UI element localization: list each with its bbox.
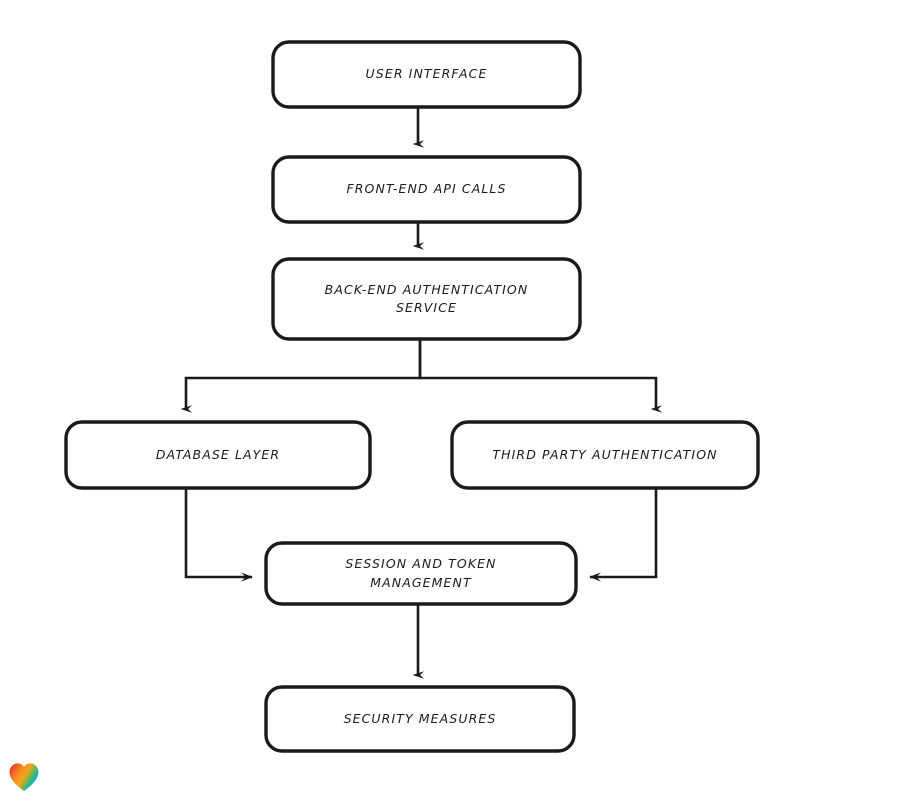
heart-watermark — [8, 762, 40, 792]
heart-icon — [9, 763, 39, 791]
node-front-end-api-calls[interactable] — [271, 155, 582, 224]
node-third-party-auth[interactable] — [450, 420, 760, 490]
node-security-measures[interactable] — [264, 685, 576, 753]
node-session-token-mgmt[interactable] — [264, 541, 578, 606]
edge-backend-to-db — [180, 339, 422, 413]
edge-third-to-session — [589, 488, 658, 582]
node-database-layer[interactable] — [64, 420, 372, 490]
node-user-interface[interactable] — [271, 40, 582, 109]
edge-backend-to-third — [418, 339, 663, 413]
edge-db-to-session — [184, 488, 253, 582]
node-back-end-auth-service[interactable] — [271, 257, 582, 341]
